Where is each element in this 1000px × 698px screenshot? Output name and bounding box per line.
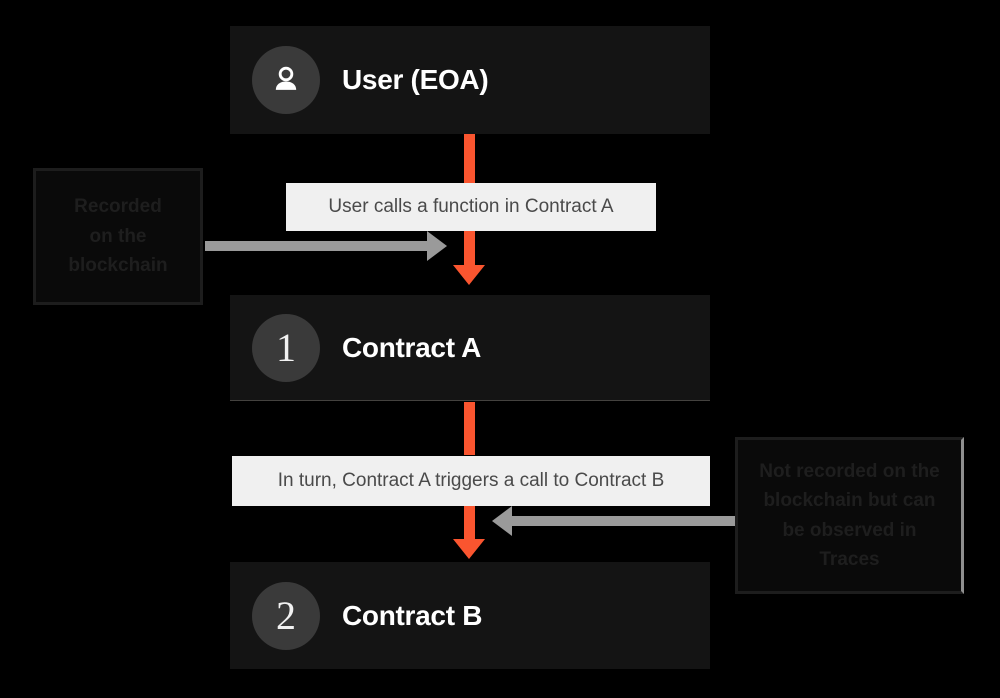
flow-arrow-2-lower-shaft [464, 506, 475, 542]
annotation-right-arrow-shaft [512, 516, 735, 526]
node-contract-a-title: Contract A [342, 331, 482, 363]
step-badge-2-number: 2 [276, 592, 296, 638]
flow-arrow-1-head [453, 265, 485, 285]
annotation-left-line-2: on the [89, 225, 147, 247]
flow-arrow-2-upper-shaft [464, 402, 475, 455]
caption-1-text: User calls a function in Contract A [328, 196, 614, 217]
annotation-left-arrow-head-icon [427, 231, 447, 261]
step-badge-2: 2 [252, 581, 320, 650]
annotation-right-line-1: Not recorded on the [759, 460, 940, 482]
caption-user-calls-contract-a: User calls a function in Contract A [286, 183, 656, 231]
node-contract-a[interactable]: 1 Contract A [230, 295, 710, 401]
caption-2-text: In turn, Contract A triggers a call to C… [277, 470, 665, 491]
node-user-title: User (EOA) [342, 64, 489, 95]
step-badge-1: 1 [252, 313, 320, 382]
flow-arrow-1-lower-shaft [464, 231, 475, 268]
annotation-not-recorded-traces: Not recorded on the blockchain but can b… [735, 437, 964, 594]
annotation-right-line-3: be observed in [782, 519, 917, 541]
node-contract-b[interactable]: 2 Contract B [230, 562, 710, 669]
flow-arrow-1-upper-shaft [464, 134, 475, 183]
person-icon [268, 62, 304, 98]
annotation-left-line-3: blockchain [68, 255, 168, 277]
flow-arrow-2-head [453, 539, 485, 559]
annotation-recorded-on-blockchain: Recorded on the blockchain [33, 168, 203, 305]
annotation-right-arrow-head-icon [492, 506, 512, 536]
annotation-right-line-2: blockchain but can [763, 490, 936, 512]
annotation-left-arrow-shaft [205, 241, 427, 251]
step-badge-1-number: 1 [276, 324, 296, 370]
node-contract-b-title: Contract B [342, 599, 483, 631]
annotation-right-text: Not recorded on the blockchain but can b… [759, 457, 940, 575]
annotation-right-line-4: Traces [819, 548, 880, 570]
annotation-left-text: Recorded on the blockchain [68, 192, 167, 280]
person-avatar-badge [252, 46, 320, 114]
node-user[interactable]: User (EOA) [230, 26, 710, 134]
annotation-left-line-1: Recorded [74, 196, 162, 218]
caption-contract-a-triggers-contract-b: In turn, Contract A triggers a call to C… [232, 456, 710, 506]
